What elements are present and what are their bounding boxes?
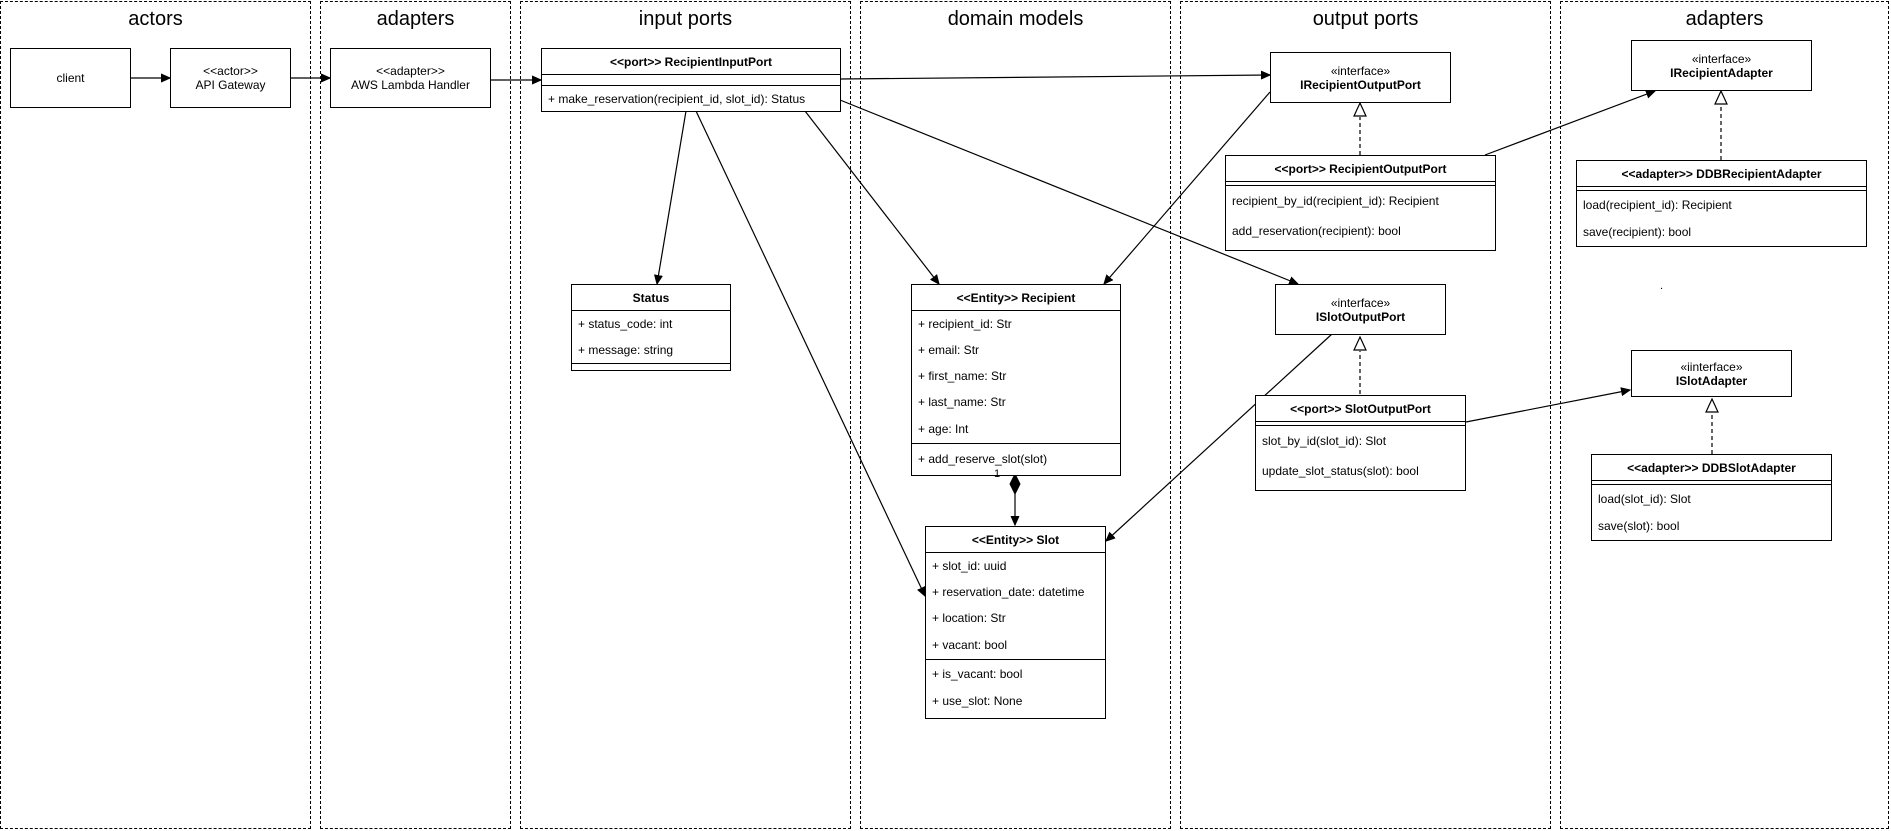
- class-title: <<adapter>> DDBSlotAdapter: [1592, 455, 1831, 481]
- class-divider: [1577, 187, 1866, 191]
- slot-entity-class: <<Entity>> Slot + slot_id: uuid + reserv…: [925, 526, 1106, 719]
- stereotype-label: «interface»: [1330, 63, 1391, 78]
- class-method: load(recipient_id): Recipient: [1583, 197, 1732, 212]
- islotoutputport-box: «interface» ISlotOutputPort: [1275, 284, 1446, 335]
- lane-adapters-right: adapters: [1560, 1, 1889, 829]
- class-method: slot_by_id(slot_id): Slot: [1262, 434, 1387, 448]
- class-method: add_reservation(recipient): bool: [1232, 224, 1401, 238]
- islotoutputport-label: ISlotOutputPort: [1315, 309, 1406, 324]
- status-class: Status + status_code: int + message: str…: [571, 284, 731, 371]
- stereotype-label: <<adapter>>: [376, 64, 445, 78]
- ddb-recipient-adapter-class: <<adapter>> DDBRecipientAdapter load(rec…: [1576, 160, 1867, 247]
- client-box: client: [10, 48, 131, 108]
- class-method: + use_slot: None: [932, 694, 1023, 708]
- class-divider: [542, 75, 840, 86]
- lane-adapters-left: adapters: [320, 1, 511, 829]
- class-attribute: + slot_id: uuid: [932, 559, 1007, 573]
- class-divider: [1592, 481, 1831, 485]
- stereotype-label: <<actor>>: [203, 64, 258, 78]
- api-gateway-box: <<actor>> API Gateway: [170, 48, 291, 108]
- lane-title: adapters: [1685, 8, 1764, 30]
- class-method: save(recipient): bool: [1583, 224, 1692, 239]
- class-title: <<Entity>> Slot: [926, 527, 1105, 553]
- islotadapter-box: «iinterface» ISlotAdapter: [1631, 350, 1792, 397]
- lane-title: actors: [128, 8, 183, 30]
- lambda-handler-box: <<adapter>> AWS Lambda Handler: [330, 48, 491, 108]
- class-title: <<Entity>> Recipient: [912, 285, 1120, 311]
- lane-title: adapters: [376, 8, 455, 30]
- class-attribute: + recipient_id: Str: [918, 317, 1012, 331]
- class-attribute: + age: Int: [912, 415, 1120, 444]
- class-attribute: + vacant: bool: [926, 631, 1105, 660]
- class-attribute: + email: Str: [918, 343, 980, 357]
- lambda-handler-label: AWS Lambda Handler: [351, 78, 470, 92]
- stereotype-label: «interface»: [1691, 51, 1752, 66]
- class-method: + make_reservation(recipient_id, slot_id…: [548, 92, 806, 106]
- class-method: + add_reserve_slot(slot): [918, 452, 1048, 466]
- recipient-output-port-class: <<port>> RecipientOutputPort recipient_b…: [1225, 155, 1496, 251]
- lane-input-ports: input ports: [520, 1, 851, 829]
- irecipientoutputport-label: IRecipientOutputPort: [1300, 77, 1421, 92]
- irecipientoutputport-box: «interface» IRecipientOutputPort: [1270, 52, 1451, 103]
- recipient-input-port-class: <<port>> RecipientInputPort + make_reser…: [541, 48, 841, 112]
- class-divider: [1256, 422, 1465, 426]
- irecipientadapter-label: IRecipientAdapter: [1670, 65, 1773, 80]
- class-divider: [1226, 182, 1495, 186]
- class-title: <<port>> RecipientInputPort: [542, 49, 840, 75]
- class-attribute: + message: string: [572, 337, 730, 364]
- class-attribute: + first_name: Str: [918, 369, 1007, 383]
- class-title: Status: [572, 285, 730, 311]
- class-method: save(slot): bool: [1598, 518, 1680, 533]
- class-attribute: + location: Str: [932, 611, 1006, 625]
- stray-dot: .: [1660, 280, 1664, 292]
- stereotype-label: «interface»: [1330, 295, 1391, 310]
- lane-title: output ports: [1312, 8, 1419, 30]
- stereotype-label: «iinterface»: [1680, 359, 1743, 374]
- multiplicity-label: 1: [994, 468, 1001, 480]
- client-label: client: [56, 71, 85, 85]
- class-title: <<port>> RecipientOutputPort: [1226, 156, 1495, 182]
- lane-title: input ports: [638, 8, 733, 30]
- class-method: load(slot_id): Slot: [1598, 491, 1691, 506]
- class-title: <<port>> SlotOutputPort: [1256, 396, 1465, 422]
- class-title: <<adapter>> DDBRecipientAdapter: [1577, 161, 1866, 187]
- class-method: update_slot_status(slot): bool: [1262, 464, 1419, 478]
- lane-title: domain models: [947, 8, 1084, 30]
- islotadapter-label: ISlotAdapter: [1675, 373, 1748, 388]
- api-gateway-label: API Gateway: [195, 78, 266, 92]
- ddb-slot-adapter-class: <<adapter>> DDBSlotAdapter load(slot_id)…: [1591, 454, 1832, 541]
- class-method: recipient_by_id(recipient_id): Recipient: [1232, 194, 1439, 208]
- irecipientadapter-box: «interface» IRecipientAdapter: [1631, 40, 1812, 91]
- recipient-entity-class: <<Entity>> Recipient + recipient_id: Str…: [911, 284, 1121, 476]
- class-attribute: + last_name: Str: [918, 395, 1006, 409]
- class-attribute: + reservation_date: datetime: [932, 585, 1085, 599]
- class-attribute: + status_code: int: [578, 317, 673, 331]
- lane-actors: actors: [0, 1, 311, 829]
- slot-output-port-class: <<port>> SlotOutputPort slot_by_id(slot_…: [1255, 395, 1466, 491]
- class-method: + is_vacant: bool: [932, 667, 1023, 681]
